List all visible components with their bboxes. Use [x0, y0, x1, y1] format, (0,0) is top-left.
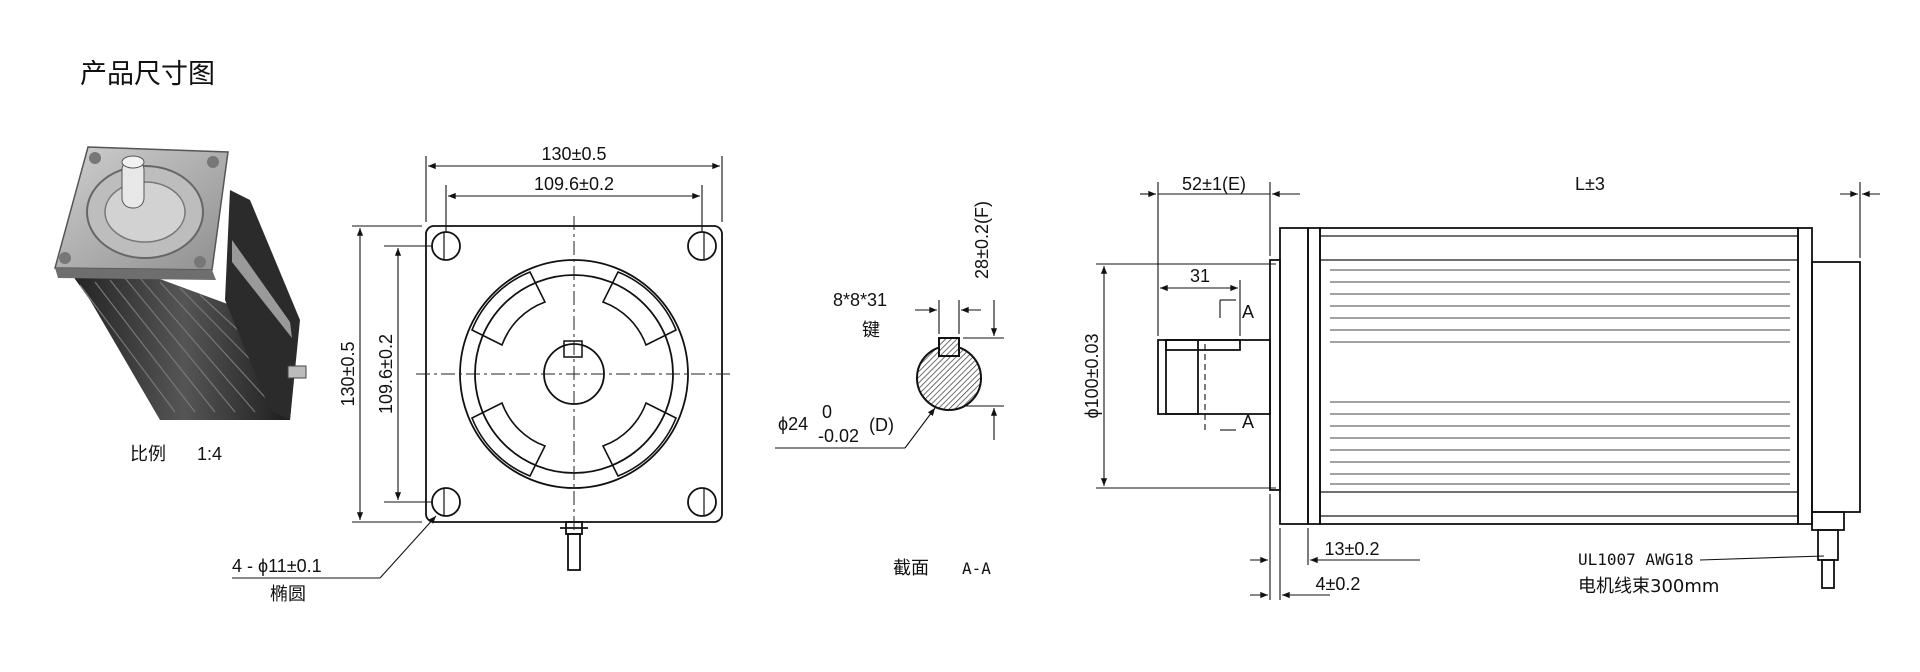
section-marker-top: A — [1242, 302, 1254, 322]
shaft-dia-prefix: ϕ24 — [778, 414, 808, 434]
shaft-tol-upper: 0 — [822, 402, 832, 422]
cable-label: 电机线束300mm — [1578, 576, 1719, 597]
dim-pilot-dia: ϕ100±0.03 — [1082, 333, 1102, 418]
front-centerlines — [416, 216, 732, 532]
section-view — [916, 337, 982, 411]
motor-isometric-image — [54, 146, 307, 420]
side-view — [1157, 227, 1861, 589]
dim-body-length: L±3 — [1575, 174, 1605, 194]
shaft-code: (D) — [869, 415, 894, 435]
dim-key-height: 28±0.2(F) — [972, 201, 992, 279]
dim-outer-height: 130±0.5 — [338, 342, 358, 407]
section-marker-bottom: A — [1242, 412, 1254, 432]
dim-key-length: 31 — [1190, 266, 1210, 286]
key-size: 8*8*31 — [833, 290, 887, 310]
dim-pilot-height: 4±0.2 — [1316, 574, 1361, 594]
side-dimensions — [1096, 182, 1880, 600]
section-dimensions — [775, 300, 1004, 449]
section-name: A-A — [962, 559, 991, 578]
cable-spec: UL1007 AWG18 — [1578, 550, 1694, 569]
dim-bolt-spacing-width: 109.6±0.2 — [534, 174, 614, 194]
page-title: 产品尺寸图 — [80, 59, 215, 90]
section-label: 截面 — [893, 558, 929, 579]
dim-outer-width: 130±0.5 — [542, 144, 607, 164]
scale-value: 1:4 — [197, 444, 222, 464]
key-label: 键 — [862, 320, 880, 341]
front-dimensions — [232, 156, 723, 579]
dim-bolt-spacing-height: 109.6±0.2 — [376, 334, 396, 414]
dim-shaft-length: 52±1(E) — [1182, 174, 1246, 194]
hole-note: 椭圆 — [270, 584, 306, 605]
shaft-tol-lower: -0.02 — [818, 426, 859, 446]
side-fins — [1330, 269, 1790, 485]
scale-label: 比例 — [130, 444, 166, 465]
hole-callout: 4 - ϕ11±0.1 — [232, 556, 322, 576]
dim-flange-thickness: 13±0.2 — [1325, 539, 1380, 559]
